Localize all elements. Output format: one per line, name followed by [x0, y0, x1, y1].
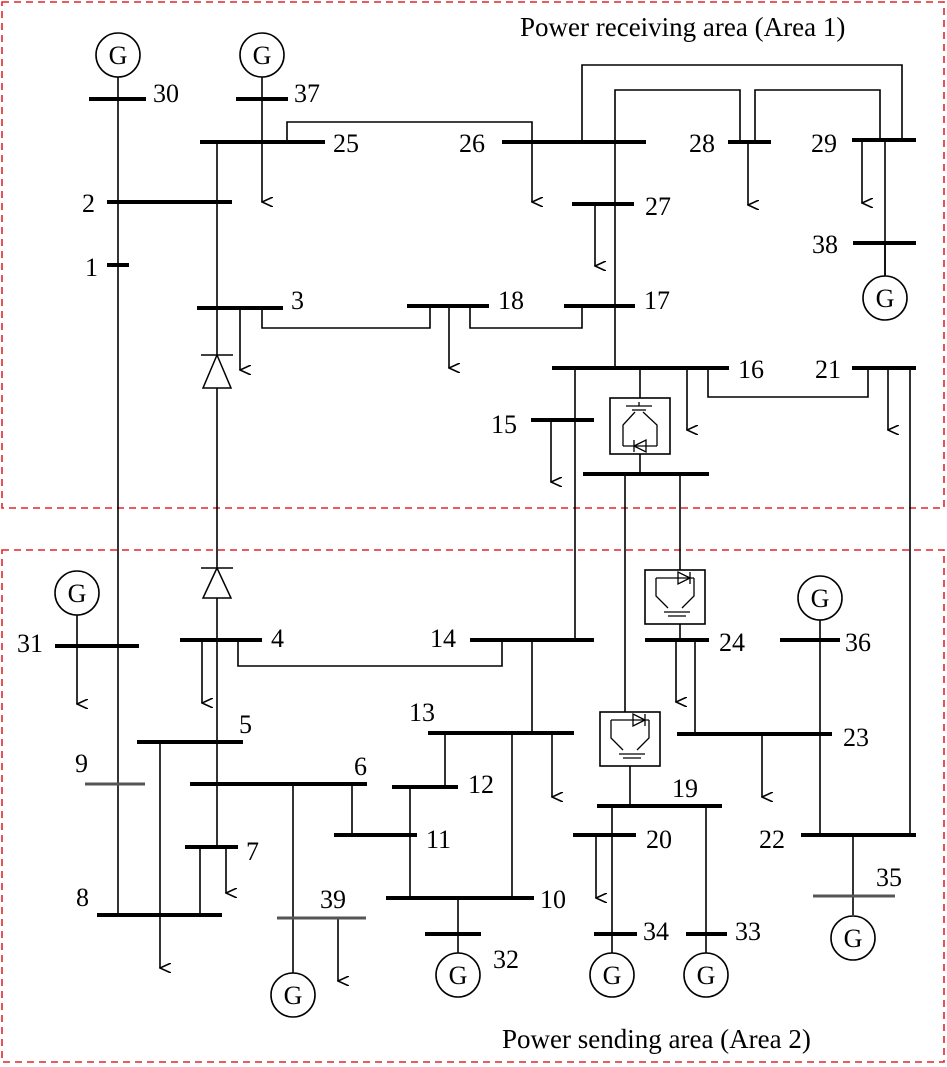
svg-text:G: G	[109, 41, 128, 70]
label-bus-13: 13	[409, 698, 435, 727]
svg-text:G: G	[603, 961, 622, 990]
svg-text:G: G	[876, 284, 895, 313]
label-bus-17: 17	[644, 286, 670, 315]
label-bus-10: 10	[540, 885, 566, 914]
label-bus-32: 32	[493, 945, 519, 974]
area-2-label: Power sending area (Area 2)	[502, 1024, 811, 1054]
generators: G G G G G G G G G G	[54, 32, 908, 1018]
svg-text:G: G	[697, 961, 716, 990]
label-bus-25: 25	[333, 129, 359, 158]
svg-text:G: G	[449, 961, 468, 990]
converter-station-3	[599, 711, 661, 767]
label-bus-27: 27	[645, 192, 671, 221]
label-bus-2: 2	[82, 189, 95, 218]
buses	[55, 97, 916, 936]
label-bus-12: 12	[468, 770, 494, 799]
generator-35-icon: G	[830, 915, 876, 961]
label-bus-23: 23	[843, 723, 869, 752]
label-bus-8: 8	[76, 883, 89, 912]
generator-32-icon: G	[435, 952, 481, 998]
label-bus-24: 24	[719, 628, 745, 657]
label-bus-28: 28	[689, 129, 715, 158]
label-bus-14: 14	[430, 624, 456, 653]
area-2-boundary	[1, 549, 945, 1063]
label-bus-29: 29	[811, 129, 837, 158]
generator-38-icon: G	[862, 275, 908, 321]
label-bus-36: 36	[845, 628, 871, 657]
generator-39-icon: G	[270, 972, 316, 1018]
label-bus-11: 11	[426, 825, 451, 854]
label-bus-22: 22	[759, 825, 785, 854]
generator-37-icon: G	[239, 32, 285, 78]
label-bus-35: 35	[876, 863, 902, 892]
load-arrows	[77, 140, 888, 981]
label-bus-4: 4	[271, 624, 284, 653]
label-bus-33: 33	[735, 917, 761, 946]
converter-station-1	[609, 397, 671, 455]
bus-labels: 30 37 25 26 28 29 2 27 38 1 3 18 17 16 2…	[17, 79, 902, 974]
generator-30-icon: G	[95, 32, 141, 78]
label-bus-7: 7	[246, 837, 259, 866]
label-bus-19: 19	[672, 774, 698, 803]
label-bus-21: 21	[815, 355, 841, 384]
label-bus-31: 31	[17, 629, 43, 658]
label-bus-9: 9	[75, 749, 88, 778]
generator-33-icon: G	[683, 952, 729, 998]
diode-lower	[201, 566, 233, 599]
svg-text:G: G	[844, 924, 863, 953]
label-bus-30: 30	[153, 79, 179, 108]
area-1-label: Power receiving area (Area 1)	[520, 12, 845, 42]
svg-text:G: G	[253, 41, 272, 70]
generator-34-icon: G	[589, 952, 635, 998]
diode-upper	[201, 353, 233, 389]
label-bus-37: 37	[294, 79, 320, 108]
label-bus-34: 34	[643, 917, 669, 946]
svg-text:G: G	[811, 584, 830, 613]
generator-36-icon: G	[797, 575, 843, 621]
converter-station-2	[644, 569, 706, 625]
label-bus-1: 1	[85, 253, 98, 282]
label-bus-15: 15	[491, 410, 517, 439]
label-bus-20: 20	[646, 825, 672, 854]
generator-31-icon: G	[54, 570, 100, 616]
label-bus-39: 39	[320, 885, 346, 914]
label-bus-38: 38	[812, 230, 838, 259]
area-1-boundary	[1, 1, 945, 509]
svg-text:G: G	[68, 579, 87, 608]
label-bus-26: 26	[459, 129, 485, 158]
label-bus-18: 18	[498, 286, 524, 315]
label-bus-16: 16	[738, 355, 764, 384]
label-bus-3: 3	[291, 286, 304, 315]
label-bus-5: 5	[239, 710, 252, 739]
label-bus-6: 6	[354, 752, 367, 781]
svg-text:G: G	[284, 981, 303, 1010]
